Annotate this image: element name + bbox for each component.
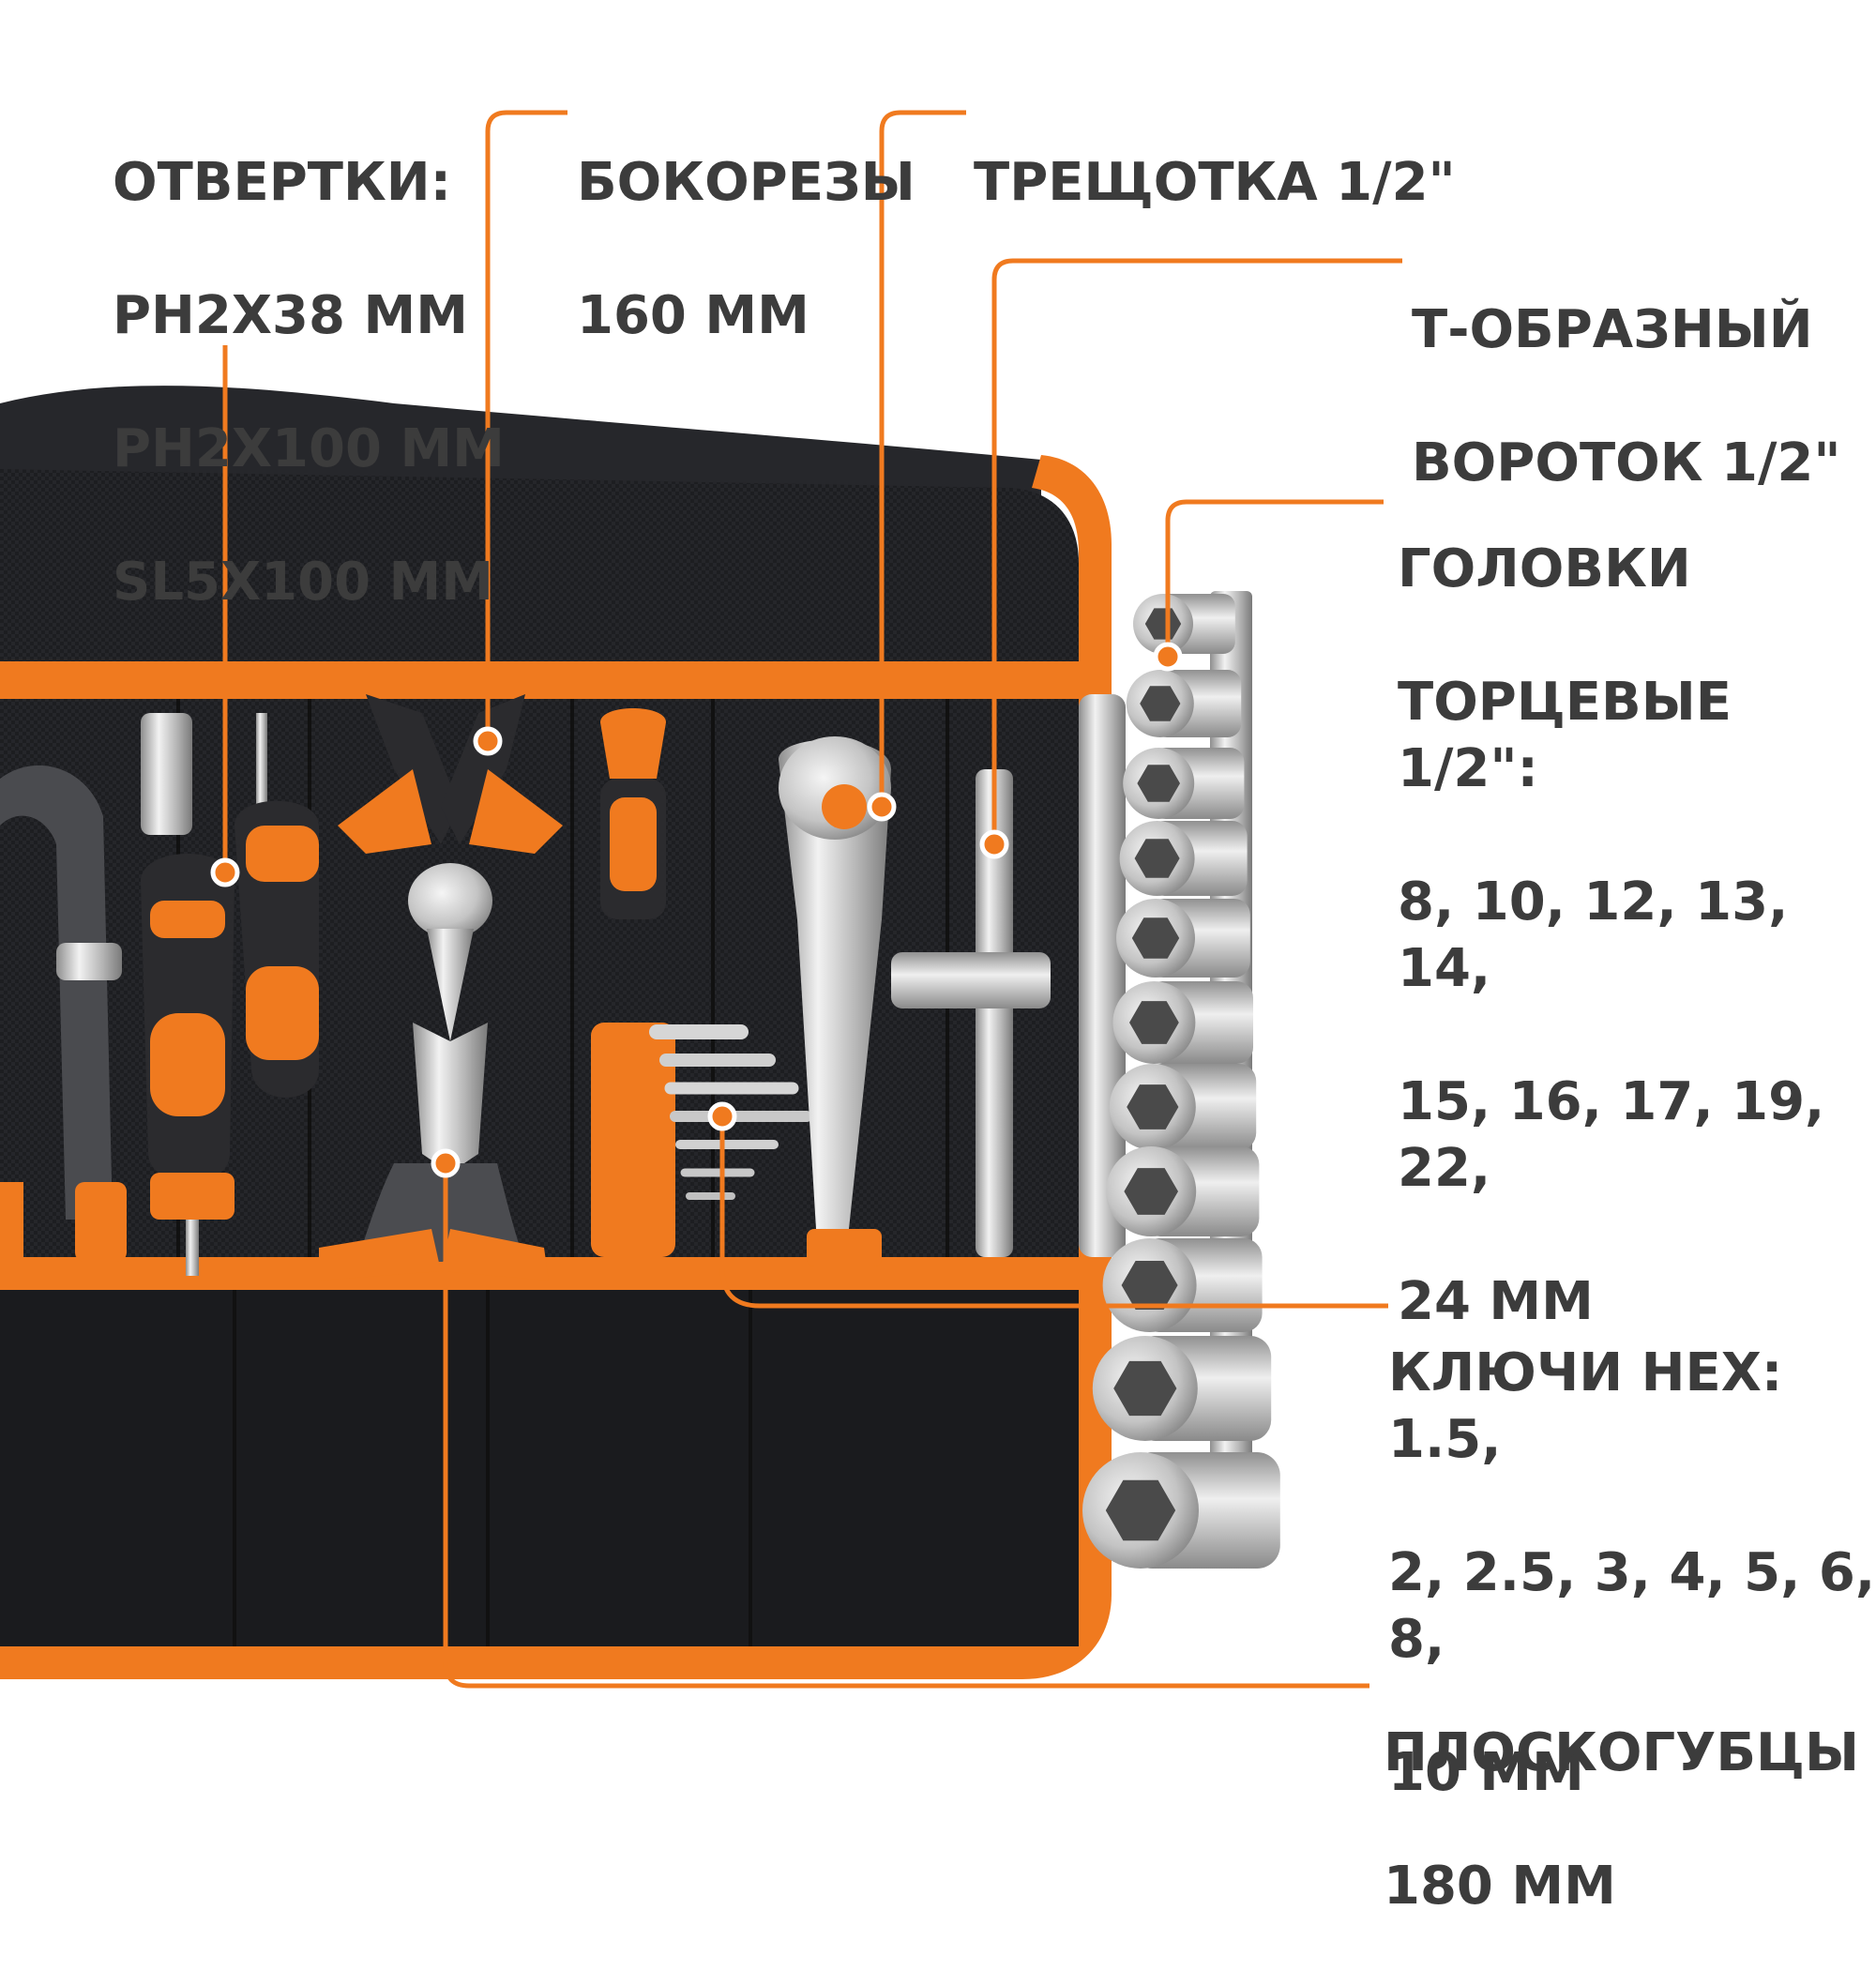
leader-t-handle: [991, 258, 1402, 844]
hex-keys-line-2: 2, 2.5, 3, 4, 5, 6, 8,: [1388, 1542, 1876, 1670]
socket-hex-opening: [1144, 608, 1182, 640]
hex-keys-line-3: 10 ММ: [1388, 1742, 1584, 1803]
callout-screwdrivers: ОТВЕРТКИ: PH2X38 ММ PH2X100 ММ SL5X100 М…: [113, 83, 505, 682]
combination-pliers: [319, 1023, 549, 1281]
sockets-line-2: ТОРЦЕВЫЕ 1/2":: [1398, 672, 1732, 799]
sockets-line-3: 8, 10, 12, 13, 14,: [1398, 872, 1789, 999]
socket-hex-opening: [1105, 1479, 1176, 1541]
water-pump-pliers: [0, 765, 127, 1262]
sockets-line-4: 15, 16, 17, 19, 22,: [1398, 1071, 1825, 1199]
callout-side-cutters: БОКОРЕЗЫ 160 ММ: [577, 83, 915, 416]
ratchet-line-1: ТРЕЩОТКА 1/2": [974, 152, 1456, 213]
t-handle-line-1: Т-ОБРАЗНЫЙ: [1412, 299, 1813, 360]
side-cutters-line-1: БОКОРЕЗЫ: [577, 152, 915, 213]
leader-hex-keys: [719, 1116, 1388, 1309]
side-cutters: [338, 694, 563, 1041]
screwdriver-ph2x100: [141, 713, 234, 1276]
side-cutters-line-2: 160 ММ: [577, 285, 809, 346]
callout-lines: [222, 110, 1402, 1689]
screwdrivers-line-4: SL5X100 ММ: [113, 552, 493, 613]
callout-hex-keys: КЛЮЧИ HEX: 1.5, 2, 2.5, 3, 4, 5, 6, 8, 1…: [1388, 1273, 1876, 1872]
leader-side-cutters: [485, 110, 567, 741]
screwdriver-ph2x38: [600, 708, 666, 919]
socket-hex-opening: [1140, 686, 1181, 721]
callout-ratchet: ТРЕЩОТКА 1/2": [974, 83, 1456, 282]
socket-hex-opening: [1124, 1168, 1178, 1215]
socket-hex-opening: [1137, 765, 1180, 802]
socket-set: [1082, 594, 1280, 1569]
screwdrivers-line-3: PH2X100 ММ: [113, 418, 505, 479]
screwdrivers-line-2: PH2X38 ММ: [113, 285, 468, 346]
leader-sockets: [1165, 499, 1384, 657]
pliers-line-2: 180 ММ: [1384, 1856, 1616, 1917]
sockets-line-5: 24 ММ: [1398, 1271, 1594, 1332]
pliers-line-1: ПЛОСКОГУБЦЫ: [1384, 1722, 1859, 1783]
lower-pocket: [0, 1290, 1079, 1646]
socket-hex-opening: [1113, 1360, 1177, 1417]
callout-dots: [210, 642, 1183, 1178]
socket-hex-opening: [1134, 839, 1180, 878]
callout-t-handle: Т-ОБРАЗНЫЙ ВОРОТОК 1/2": [1412, 230, 1841, 563]
sockets-line-1: ГОЛОВКИ: [1398, 538, 1691, 599]
callout-pliers: ПЛОСКОГУБЦЫ 180 ММ: [1384, 1653, 1859, 1986]
socket-hex-opening: [1121, 1261, 1178, 1310]
socket-hex-opening: [1129, 1001, 1179, 1044]
callout-sockets: ГОЛОВКИ ТОРЦЕВЫЕ 1/2": 8, 10, 12, 13, 14…: [1398, 469, 1876, 1402]
ratchet-1-2: [779, 736, 891, 1266]
upper-pocket-band: [0, 661, 1088, 699]
t-handle-1-2: [891, 769, 1051, 1257]
socket-hex-opening: [1127, 1084, 1179, 1129]
leader-pliers: [443, 1163, 1369, 1689]
hex-keys-line-1: КЛЮЧИ HEX: 1.5,: [1388, 1342, 1783, 1470]
leader-ratchet: [879, 110, 966, 807]
socket-hex-opening: [1131, 917, 1180, 959]
tool-roll-photo: [0, 110, 1402, 1689]
t-handle-line-2: ВОРОТОК 1/2": [1412, 432, 1841, 493]
screwdriver-sl5x100: [234, 713, 319, 1098]
screwdrivers-line-1: ОТВЕРТКИ:: [113, 152, 452, 213]
hex-key-set: [591, 1023, 812, 1257]
